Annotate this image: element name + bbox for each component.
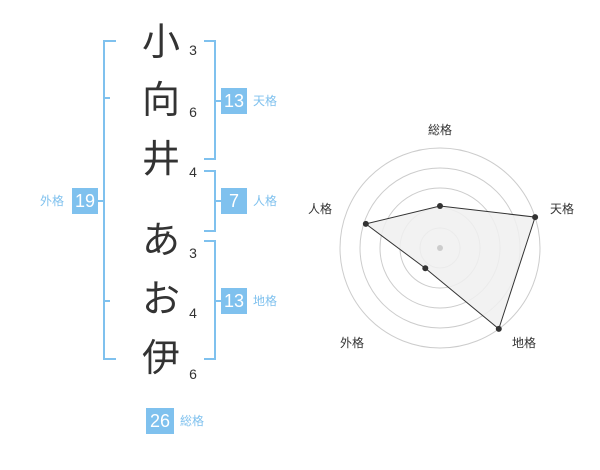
jinkaku-label: 人格 — [253, 194, 278, 208]
soukaku-value-badge: 26 — [146, 408, 174, 434]
tenkaku-label: 天格 — [253, 94, 278, 108]
radar-axis-label-soukaku: 総格 — [428, 123, 453, 137]
stroke-count-2: 6 — [189, 104, 197, 120]
name-char-1: 小 — [141, 20, 180, 64]
radar-axis-label-tenkaku: 天格 — [550, 202, 575, 216]
radar-center-dot — [437, 245, 443, 251]
radar-axis-label-chikaku: 地格 — [512, 336, 537, 350]
stroke-count-5: 4 — [189, 305, 197, 321]
stroke-count-4: 3 — [189, 245, 197, 261]
radar-point-4 — [422, 265, 429, 272]
radar-point-2 — [532, 214, 539, 221]
name-char-5: お — [141, 277, 180, 321]
stroke-count-1: 3 — [189, 42, 197, 58]
radar-data-polygon — [364, 205, 536, 330]
radar-ring — [339, 147, 541, 349]
stroke-count-6: 6 — [189, 366, 197, 382]
soukaku-label: 総格 — [180, 414, 205, 428]
jinkaku-value-badge: 7 — [221, 188, 247, 214]
name-char-3: 井 — [141, 137, 180, 181]
radar-point-3 — [495, 325, 502, 332]
name-char-4: あ — [141, 218, 180, 262]
gaikaku-value-badge: 19 — [72, 188, 98, 214]
name-char-6: 伊 — [141, 336, 180, 380]
radar-point-1 — [437, 203, 443, 209]
tenkaku-value-badge: 13 — [221, 88, 247, 114]
name-char-2: 向 — [141, 78, 180, 122]
stroke-count-3: 4 — [189, 164, 197, 180]
chikaku-value-badge: 13 — [221, 288, 247, 314]
radar-axis-label-jinkaku: 人格 — [308, 202, 333, 216]
gaikaku-label: 外格 — [40, 194, 65, 208]
chikaku-label: 地格 — [253, 294, 278, 308]
radar-point-5 — [362, 220, 369, 227]
radar-axis-label-gaikaku: 外格 — [340, 336, 365, 350]
